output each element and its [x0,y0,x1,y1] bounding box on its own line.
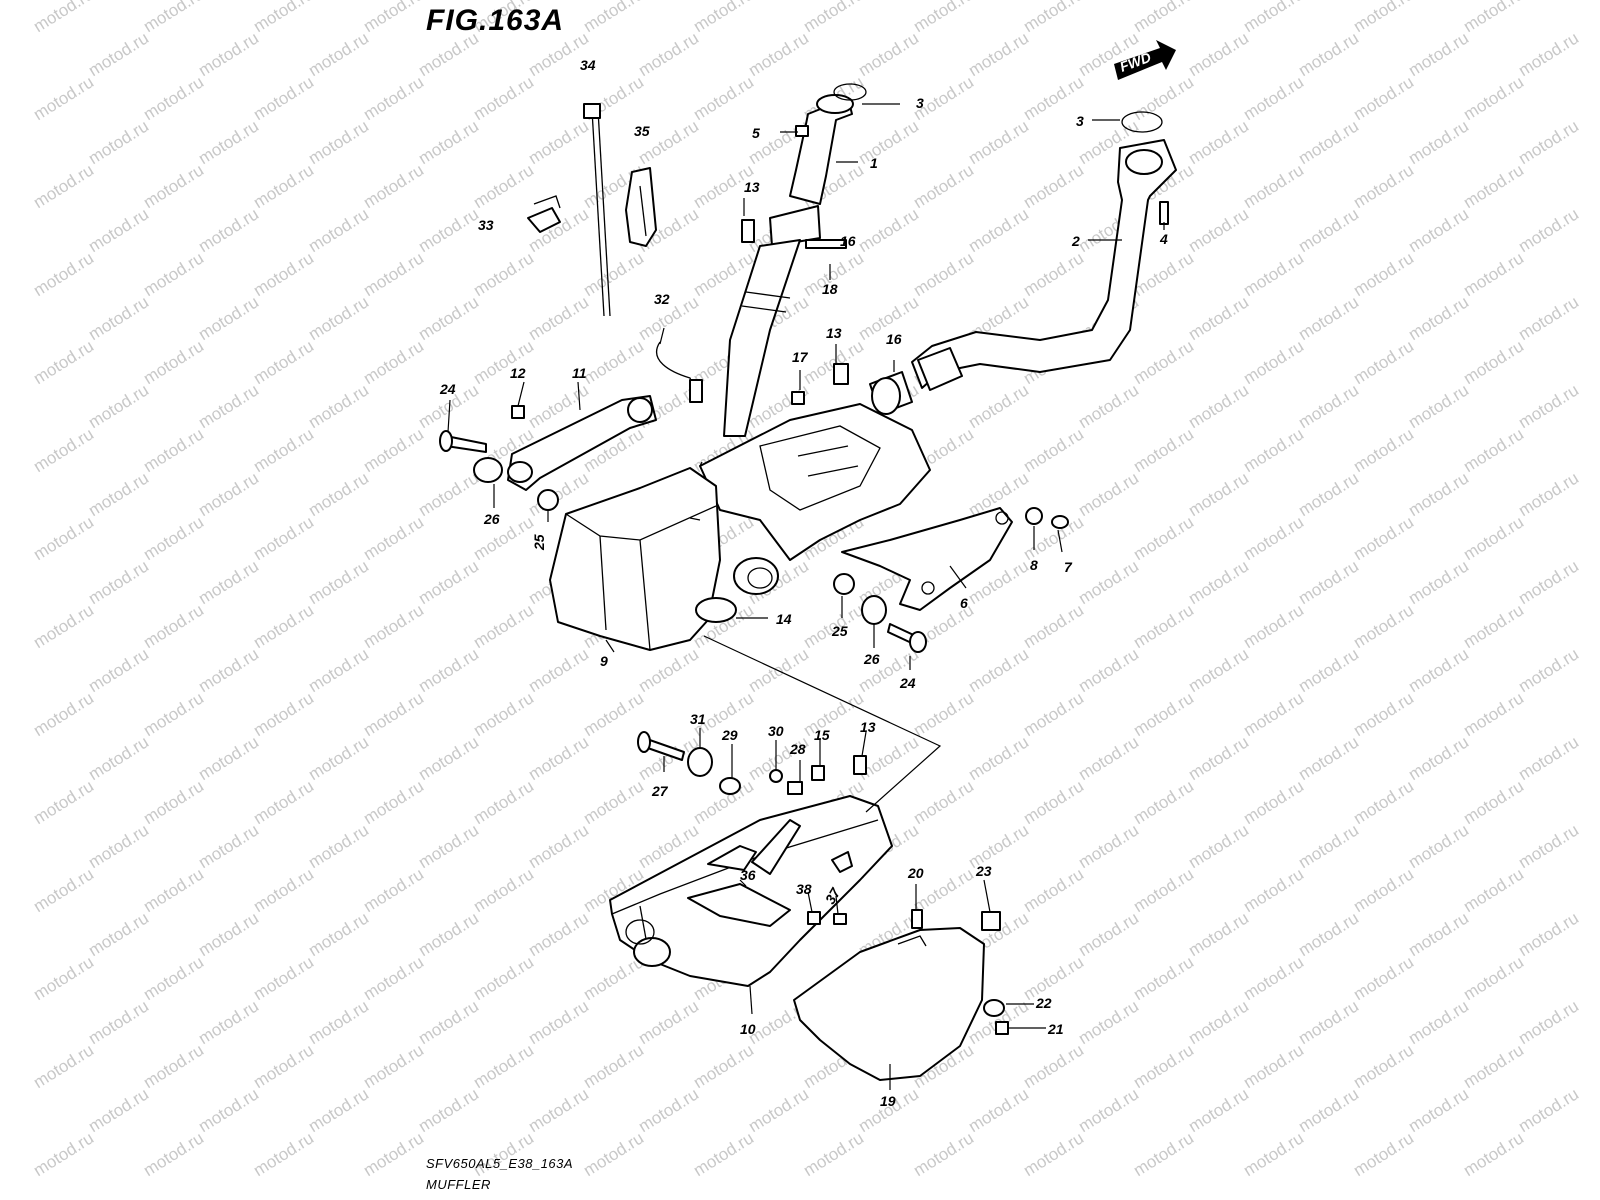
callout-5: 5 [752,125,760,141]
callout-13a: 13 [744,179,760,195]
callout-3a: 3 [916,95,924,111]
muffler-cover [793,927,985,1081]
muffler-bracket [507,395,657,491]
callout-9: 9 [600,653,608,669]
callout-16a: 16 [840,233,856,249]
callout-25a: 25 [531,534,547,551]
callout-22: 22 [1035,995,1052,1011]
callout-38: 38 [796,881,812,897]
callout-15: 15 [814,727,830,743]
fasteners [439,125,1169,653]
callout-13b: 13 [826,325,842,341]
callout-3b: 3 [1076,113,1084,129]
callout-31: 31 [690,711,706,727]
rear-exhaust-pipe [911,111,1177,391]
callout-24b: 24 [899,675,916,691]
exhaust-gasket-joint [869,371,913,415]
front-exhaust-pipe [723,83,867,437]
callout-11: 11 [572,365,587,381]
callout-32: 32 [654,291,670,307]
assembly-link-line [703,635,942,813]
muffler-body [549,467,779,651]
callout-14: 14 [776,611,792,627]
callout-1: 1 [870,155,878,171]
callout-18: 18 [822,281,838,297]
callout-24a: 24 [439,381,456,397]
callout-17: 17 [792,349,809,365]
callout-35: 35 [634,123,650,139]
callout-34: 34 [580,57,596,73]
callout-10: 10 [740,1021,756,1037]
heat-shield-plate [841,507,1013,611]
callout-33: 33 [478,217,494,233]
callout-26a: 26 [483,511,500,527]
callout-27: 27 [651,783,669,799]
leader-lines [447,103,1165,1090]
callout-26b: 26 [863,651,880,667]
callout-12: 12 [510,365,526,381]
model-code: SFV650AL5_E38_163A [426,1156,574,1171]
callout-labels: 1 2 3 3 4 5 6 7 8 9 10 11 12 13 13 13 14… [439,57,1168,1109]
rear-muffler [609,795,893,987]
clamp-35 [625,167,657,247]
figure-title: FIG.163A [426,4,565,37]
callout-16b: 16 [886,331,902,347]
callout-13c: 13 [860,719,876,735]
clamp-33 [527,195,561,233]
callout-7: 7 [1064,559,1073,575]
callout-2: 2 [1071,233,1080,249]
callout-19: 19 [880,1093,896,1109]
cable-tie [583,103,611,317]
exhaust-chamber [699,403,931,561]
callout-29: 29 [721,727,738,743]
callout-4: 4 [1159,231,1168,247]
callout-36: 36 [740,867,756,883]
callout-28: 28 [789,741,806,757]
section-name: MUFFLER [426,1177,491,1192]
fwd-arrow-icon: FWD [1114,40,1176,80]
callout-21: 21 [1047,1021,1064,1037]
callout-23: 23 [975,863,992,879]
oxygen-sensor [655,341,703,403]
callout-25b: 25 [831,623,848,639]
callout-8: 8 [1030,557,1038,573]
callout-6: 6 [960,595,968,611]
callout-20: 20 [907,865,924,881]
callout-30: 30 [768,723,784,739]
